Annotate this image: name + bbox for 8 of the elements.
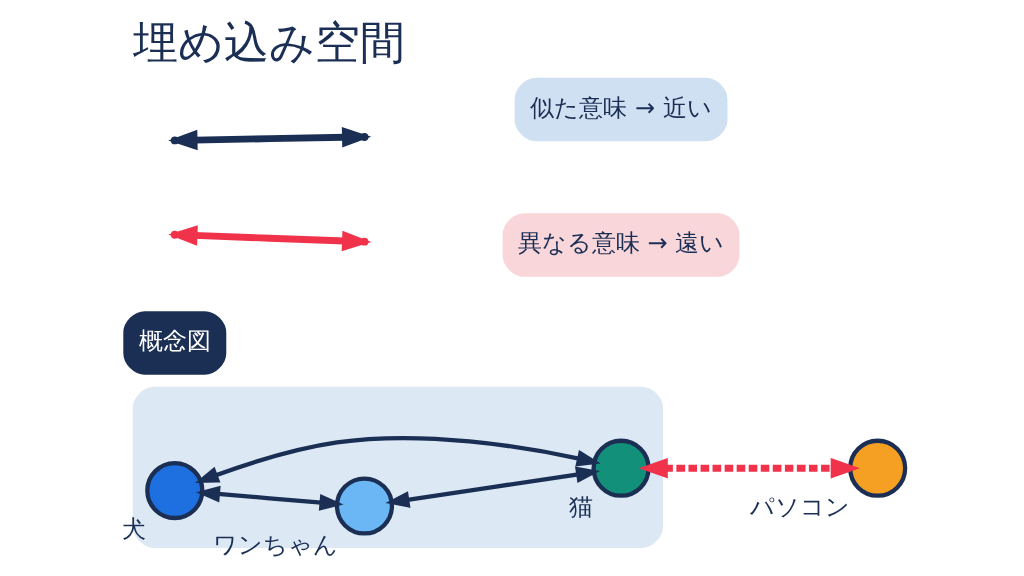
label: 概念図 bbox=[138, 327, 211, 356]
node-label: 猫 bbox=[568, 492, 593, 521]
legend-label: 異なる意味 → 遠い bbox=[517, 229, 724, 258]
node-label: パソコン bbox=[749, 492, 850, 521]
legend-label: 似た意味 → 近い bbox=[529, 93, 712, 122]
node-label: 犬 bbox=[121, 515, 146, 544]
diagram-title: 埋め込み空間 bbox=[132, 16, 405, 69]
node-label: ワンちゃん bbox=[212, 530, 338, 559]
